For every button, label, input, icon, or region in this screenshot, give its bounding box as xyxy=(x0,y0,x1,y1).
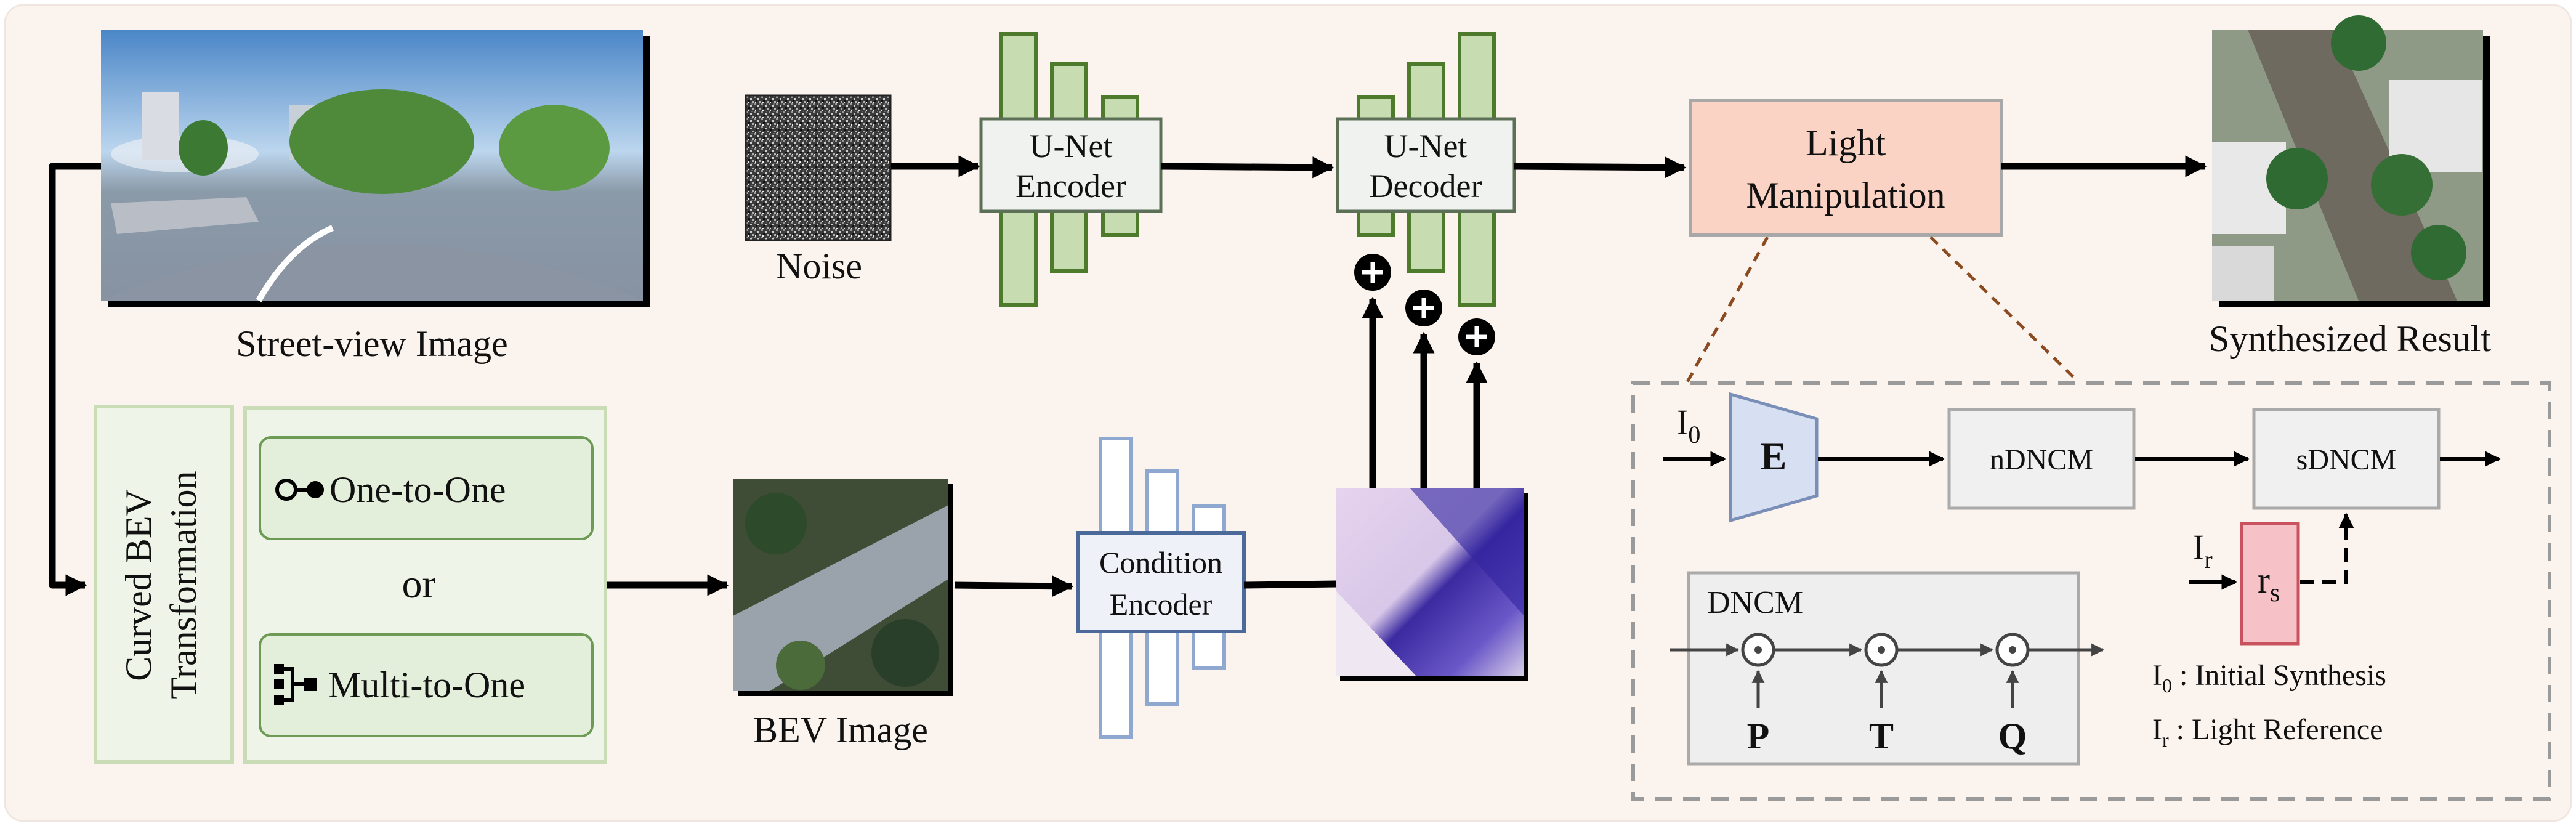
condition-encoder-label-line2: Encoder xyxy=(1110,587,1213,622)
q-label: Q xyxy=(1998,716,2027,756)
light-manipulation-label-line2: Manipulation xyxy=(1746,175,1945,216)
one-to-one-label: One-to-One xyxy=(329,469,506,510)
sdncm-label: sDNCM xyxy=(2296,443,2397,476)
ndncm-block: nDNCM xyxy=(1947,408,2136,510)
dncm-box: DNCM P T Q xyxy=(1687,571,2080,766)
arrow-street-to-bev xyxy=(49,163,101,596)
street-view-label: Street-view Image xyxy=(236,323,507,364)
curved-bev-label-line1: Curved BEV xyxy=(118,489,159,681)
plus-circle-icon xyxy=(1354,254,1391,291)
synthesized-result-image xyxy=(2212,15,2490,307)
ir-input-label: Ir xyxy=(2192,527,2213,573)
or-label: or xyxy=(402,562,436,607)
sdncm-block: sDNCM xyxy=(2252,408,2441,510)
arrow-bev-to-condition xyxy=(954,575,1074,597)
arrows xyxy=(49,155,2207,597)
rs-label: rs xyxy=(2258,560,2280,607)
mapping-options-panel: One-to-One or Multi-to-One xyxy=(243,406,607,764)
unet-decoder-label-line2: Decoder xyxy=(1370,168,1482,204)
condition-encoder-label-line1: Condition xyxy=(1099,545,1222,580)
legend-light-reference: Ir : Light Reference xyxy=(2152,713,2383,751)
unet-decoder-label-line1: U-Net xyxy=(1384,128,1468,164)
bev-image xyxy=(733,479,953,696)
condition-feature-image xyxy=(1336,488,1528,681)
curved-bev-box: Curved BEV Transformation xyxy=(94,405,234,764)
arrow-encoder-to-decoder xyxy=(1160,156,1334,179)
detail-arrows xyxy=(1663,451,2501,590)
e-block: E xyxy=(1729,392,1819,523)
line-condition-to-feature xyxy=(1243,580,1337,589)
t-label: T xyxy=(1869,716,1894,756)
curved-bev-label-line2: Transformation xyxy=(163,471,204,699)
light-manipulation-box: Light Manipulation xyxy=(1689,99,2003,237)
unet-decoder: U-Net Decoder xyxy=(1336,32,1516,307)
dncm-title: DNCM xyxy=(1707,585,1803,620)
i0-input-label: I0 xyxy=(1676,402,1700,448)
arrow-decoder-to-light xyxy=(1514,156,1687,179)
ndncm-label: nDNCM xyxy=(1990,443,2093,476)
dot-circle-icon xyxy=(1864,633,1899,667)
e-block-label: E xyxy=(1761,434,1787,478)
arrow-rs-to-sdncm xyxy=(2300,512,2354,584)
synthesized-result-label: Synthesized Result xyxy=(2209,318,2492,359)
unet-encoder-label-line2: Encoder xyxy=(1015,168,1126,204)
one-to-one-icon xyxy=(275,479,324,501)
dot-circle-icon xyxy=(1741,633,1775,667)
dncm-arrows xyxy=(1670,643,2105,708)
plus-circle-icon xyxy=(1458,318,1495,355)
unet-encoder: U-Net Encoder xyxy=(979,32,1163,307)
street-view-image xyxy=(101,30,650,307)
multi-to-one-label: Multi-to-One xyxy=(328,665,525,705)
noise-image xyxy=(745,94,892,241)
plus-circle-icon xyxy=(1405,290,1442,326)
light-manipulation-label-line1: Light xyxy=(1806,123,1886,163)
unet-encoder-label-line1: U-Net xyxy=(1030,128,1113,164)
multi-to-one-icon xyxy=(274,664,317,705)
legend-initial-synthesis: I0 : Initial Synthesis xyxy=(2152,659,2386,697)
noise-label: Noise xyxy=(776,246,862,286)
dot-circle-icon xyxy=(1995,633,2030,667)
p-label: P xyxy=(1747,716,1770,756)
rs-block: rs xyxy=(2240,522,2300,646)
light-manipulation-detail xyxy=(1631,381,2551,801)
bev-image-label: BEV Image xyxy=(753,710,928,750)
